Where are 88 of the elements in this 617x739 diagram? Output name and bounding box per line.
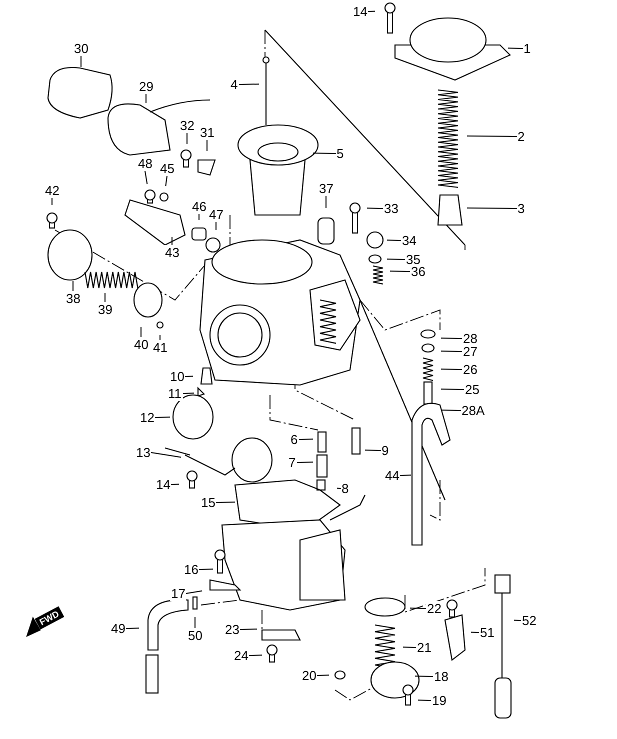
leader-line (466, 208, 518, 209)
callout-number: 18 (433, 668, 450, 684)
leader-line (144, 170, 148, 185)
leader-line (386, 258, 406, 260)
callout-number: 12 (139, 410, 156, 424)
leader-line (368, 10, 376, 12)
leader-line (216, 502, 236, 503)
callout-number: 26 (462, 362, 478, 376)
leader-line (186, 590, 203, 594)
leader-line (154, 416, 170, 418)
leader-line (104, 292, 106, 302)
callout-number: 48 (137, 156, 154, 170)
callout-number: 49 (110, 620, 126, 636)
leader-line (238, 84, 260, 85)
callout-number: 31 (199, 124, 216, 140)
callout-number: 27 (462, 344, 478, 358)
callout-number: 28 (462, 330, 478, 346)
leader-line (165, 176, 168, 187)
callout-number: 40 (133, 336, 150, 352)
leader-line (466, 136, 518, 137)
leader-line (198, 214, 200, 220)
callout-number: 3 (516, 200, 526, 216)
callout-number: 8 (340, 480, 350, 496)
leader-line (440, 388, 464, 390)
callout-number: 30 (73, 40, 90, 56)
leader-line (316, 674, 330, 676)
callout-number: 29 (138, 78, 154, 94)
leader-line (366, 208, 384, 209)
leader-line (470, 632, 480, 633)
leader-line (390, 270, 410, 272)
leader-line (206, 140, 208, 152)
leader-line (442, 410, 462, 411)
leader-line (126, 628, 140, 629)
callout-number: 37 (318, 180, 334, 196)
callout-number: 19 (431, 692, 448, 708)
callout-number: 9 (380, 442, 390, 458)
callout-number: 36 (410, 264, 426, 278)
leader-line (312, 152, 336, 154)
callout-number: 39 (97, 302, 114, 316)
leader-line (248, 654, 262, 656)
callout-number: 25 (464, 382, 480, 396)
leader-line (296, 462, 314, 463)
leader-line (150, 452, 182, 458)
callout-number: 35 (405, 252, 422, 266)
leader-line (514, 620, 522, 621)
leader-line (336, 488, 342, 489)
callout-number: 22 (426, 600, 442, 616)
callout-number: 6 (290, 432, 299, 446)
leader-line (72, 280, 74, 292)
leader-line (182, 392, 194, 394)
leader-line (186, 132, 188, 144)
leader-line (440, 350, 462, 352)
callout-number: 42 (44, 182, 60, 198)
callout-number: 34 (401, 232, 418, 248)
callout-number: 28A (460, 402, 486, 418)
callout-number: 46 (191, 198, 208, 214)
leader-line (140, 326, 142, 338)
leader-line (440, 368, 462, 370)
callout-number: 33 (383, 200, 400, 216)
leader-line (386, 240, 402, 241)
leader-line (194, 616, 196, 628)
leader-line (400, 474, 412, 476)
callout-number: 2 (516, 128, 526, 144)
callout-number: 32 (179, 118, 196, 132)
callout-number: 20 (301, 668, 318, 682)
callout-number: 38 (65, 290, 82, 306)
leader-line (418, 700, 432, 701)
leader-line (80, 56, 82, 68)
leader-line (440, 338, 462, 339)
leader-line (402, 646, 416, 648)
leader-line (184, 376, 194, 377)
callout-number: 10 (169, 368, 186, 384)
leader-line (298, 438, 314, 440)
callout-number: 50 (187, 628, 204, 642)
leader-line (508, 48, 524, 49)
leader-line (170, 484, 180, 485)
leader-line (410, 608, 426, 609)
callout-number: 23 (224, 622, 240, 636)
callout-number: 21 (416, 640, 432, 654)
callout-number: 24 (233, 648, 250, 662)
leader-line (240, 628, 258, 630)
callout-number: 43 (164, 244, 180, 260)
leader-line (198, 568, 214, 570)
leader-line (364, 450, 382, 451)
callout-number: 13 (135, 444, 152, 460)
callout-number: 16 (183, 562, 200, 576)
leader-line (414, 676, 434, 677)
callout-number: 52 (521, 612, 538, 628)
